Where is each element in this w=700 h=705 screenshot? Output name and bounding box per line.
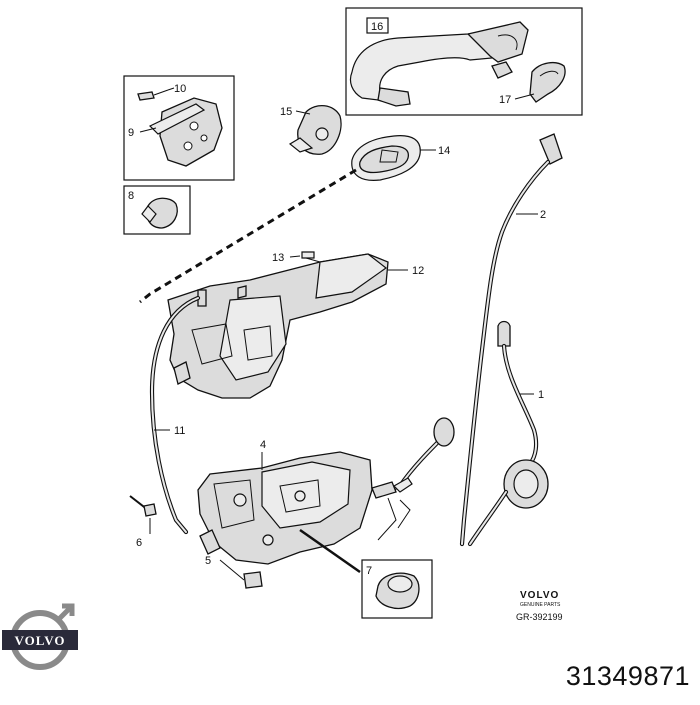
cap-box: 8 (123, 185, 191, 235)
part-number: 31349871 (565, 661, 690, 691)
stamp-subtitle: GENUINE PARTS (520, 602, 561, 608)
dashed-link (139, 168, 357, 304)
seal-and-gasket: 15 14 (280, 105, 450, 181)
callout-4: 4 (260, 439, 266, 451)
callout-8: 8 (128, 190, 134, 202)
stamp-reference: GR-392199 (516, 612, 563, 622)
callout-2: 2 (540, 209, 546, 221)
callout-9: 9 (128, 127, 134, 139)
outer-handle-box: 17 16 (345, 7, 583, 116)
screw-6: 6 (129, 495, 157, 549)
lock-assembly: 4 (197, 439, 413, 574)
genuine-parts-stamp: VOLVO GENUINE PARTS GR-392199 (516, 590, 563, 622)
callout-1: 1 (538, 389, 544, 401)
callout-5: 5 (205, 555, 211, 567)
callout-10: 10 (174, 83, 186, 95)
bolt-5: 5 (205, 555, 263, 589)
callout-15: 15 (280, 106, 292, 118)
callout-11: 11 (174, 425, 185, 437)
callout-7: 7 (366, 565, 372, 577)
stamp-brand: VOLVO (520, 590, 559, 601)
cable-11: 11 (149, 295, 201, 535)
callout-13: 13 (272, 252, 284, 264)
callout-6: 6 (136, 537, 142, 549)
callout-14: 14 (438, 145, 450, 157)
callout-12: 12 (412, 265, 424, 277)
callout-16: 16 (371, 21, 383, 33)
bracket-box: 10 9 (123, 75, 235, 181)
handle-frame: 12 13 (167, 251, 424, 399)
cable-1: 1 (467, 320, 549, 547)
callout-17: 17 (499, 94, 511, 106)
cable-2: 2 (381, 133, 563, 547)
logo-text: VOLVO (15, 633, 66, 648)
knob-box: 7 (361, 559, 433, 619)
volvo-logo-icon: VOLVO (2, 603, 78, 670)
